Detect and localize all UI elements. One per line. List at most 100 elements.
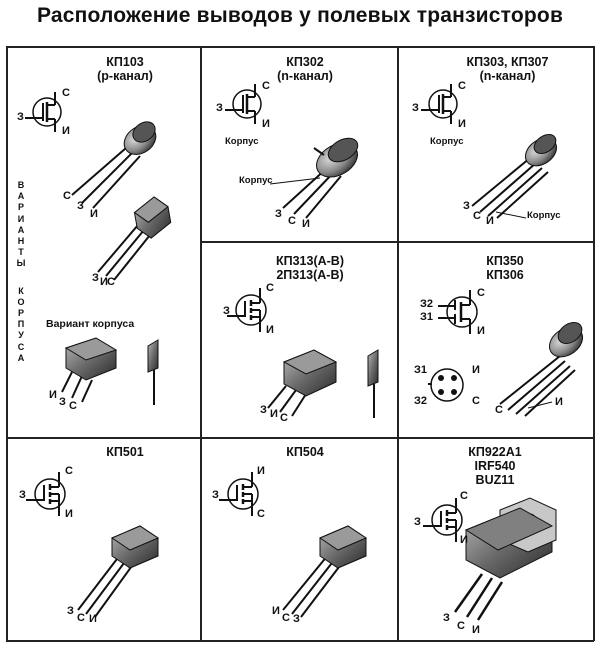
kp501-symbol	[24, 470, 67, 518]
kp302-sub: (n-канал)	[277, 69, 333, 83]
kp303-symbol-gate-label: З	[412, 102, 419, 114]
kp350-pin-source-label: И	[555, 396, 563, 408]
kp303-sub: (n-канал)	[479, 69, 536, 83]
kp103-package-variant	[61, 337, 159, 405]
kp501-pin-source-label: И	[89, 613, 97, 625]
kp313-symbol-source-label: И	[266, 324, 274, 336]
kp103-symbol-source-label: И	[62, 125, 70, 137]
kp313-pin-gate-label: З	[260, 404, 267, 416]
kp303-name: КП303, КП307	[466, 55, 549, 69]
kp350-package	[499, 322, 584, 417]
kp313-symbol-drain-label: С	[266, 282, 274, 294]
kp302-case-label-top: Корпус	[225, 136, 259, 147]
grid-line-bottom	[6, 640, 594, 642]
kp303-pin-drain-label: С	[473, 210, 481, 222]
kp303-pin-source-label: И	[486, 215, 494, 227]
kp350-sub: КП306	[486, 268, 524, 282]
kp303-symbol-source-label: И	[458, 118, 466, 130]
kp103-package-to92	[97, 194, 174, 281]
kp501-package	[77, 525, 160, 618]
page-title: Расположение выводов у полевых транзисто…	[36, 4, 564, 27]
kp922-sub: IRF540	[474, 459, 516, 473]
kp922-sub2: BUZ11	[475, 473, 515, 487]
kp313-sub: 2П313(А-В)	[276, 268, 344, 282]
kp350-title: КП350 КП306	[450, 254, 560, 282]
kp302-case-label: Корпус	[239, 175, 273, 186]
grid-line-left	[6, 46, 8, 641]
kp302-symbol-drain-label: С	[262, 80, 270, 92]
kp350-symbol-source-label: И	[477, 325, 485, 337]
kp103-to92-source-label: И	[100, 276, 108, 288]
grid-line-top	[6, 46, 594, 48]
kp504-pin-drain-label: С	[282, 612, 290, 624]
grid-line-col2	[397, 46, 399, 641]
kp350-pin-drain-label: С	[495, 404, 503, 416]
kp504-symbol-gate-label: З	[212, 489, 219, 501]
kp501-symbol-source-label: И	[65, 508, 73, 520]
kp350-symbol	[438, 290, 478, 334]
kp504-title: КП504	[250, 445, 360, 459]
kp504-pin-gate-label: З	[293, 613, 300, 625]
kp350-bottom-gate2-label: З2	[414, 395, 428, 407]
kp103-to92-drain-label: С	[107, 276, 115, 288]
kp103-symbol-drain-label: С	[62, 87, 70, 99]
kp922-pin-gate-label: З	[443, 612, 450, 624]
kp303-package	[471, 133, 558, 219]
kp303-symbol-drain-label: С	[458, 80, 466, 92]
kp501-name: КП501	[106, 445, 144, 459]
kp302-symbol-source-label: И	[262, 118, 270, 130]
kp103-symbol-gate-label: З	[17, 111, 24, 123]
kp103-symbol	[23, 90, 63, 134]
kp302-name: КП302	[286, 55, 324, 69]
kp313-symbol-gate-label: З	[223, 305, 230, 317]
kp504-name: КП504	[286, 445, 324, 459]
kp313-package	[267, 349, 379, 418]
kp504-symbol-source-label: И	[257, 465, 265, 477]
kp922-symbol	[421, 496, 464, 544]
kp922-symbol-gate-label: З	[414, 516, 421, 528]
kp302-symbol-gate-label: З	[216, 102, 223, 114]
kp103-variant-drain-label: С	[69, 400, 77, 412]
kp504-package	[282, 525, 368, 618]
kp501-pin-drain-label: С	[77, 612, 85, 624]
kp501-pin-gate-label: З	[67, 605, 74, 617]
kp350-name: КП350	[486, 254, 524, 268]
kp504-symbol-drain-label: С	[257, 508, 265, 520]
kp313-symbol	[225, 286, 268, 334]
kp303-case-label: Корпус	[527, 210, 561, 221]
kp501-title: КП501	[70, 445, 180, 459]
kp501-symbol-drain-label: С	[65, 465, 73, 477]
kp302-pin-source-label: И	[302, 218, 310, 230]
kp103-variant-gate-label: З	[59, 396, 66, 408]
kp350-symbol-gate2-label: З2	[420, 298, 434, 310]
kp302-package	[269, 137, 359, 219]
kp303-pin-gate-label: З	[463, 200, 470, 212]
kp103-package-metal	[71, 121, 157, 209]
kp302-symbol	[223, 82, 263, 126]
kp103-sub: (р-канал)	[97, 69, 153, 83]
kp922-name: КП922А1	[468, 445, 522, 459]
kp350-pinout-bottom	[428, 368, 464, 402]
kp922-symbol-source-label: И	[460, 534, 468, 546]
kp922-symbol-drain-label: С	[460, 490, 468, 502]
kp350-symbol-gate1-label: З1	[420, 311, 434, 323]
kp103-pin-source-label: И	[90, 208, 98, 220]
kp103-name: КП103	[106, 55, 144, 69]
kp313-name: КП313(А-В)	[275, 254, 344, 268]
grid-line-lower	[6, 437, 594, 439]
kp302-pin-gate-label: З	[275, 208, 282, 220]
kp350-bottom-source-label: И	[472, 364, 480, 376]
kp103-pin-gate-label: З	[77, 200, 84, 212]
kp103-title: КП103 (р-канал)	[70, 55, 180, 83]
kp350-bottom-gate1-label: З1	[414, 364, 428, 376]
kp313-title: КП313(А-В) 2П313(А-В)	[255, 254, 365, 282]
kp302-title: КП302 (n-канал)	[250, 55, 360, 83]
kp103-to92-gate-label: З	[92, 272, 99, 284]
kp350-bottom-drain-label: С	[472, 395, 480, 407]
kp922-package-to220	[453, 497, 557, 621]
kp303-title: КП303, КП307 (n-канал)	[440, 55, 575, 83]
kp103-pin-drain-label: С	[63, 190, 71, 202]
kp303-case-label-top: Корпус	[430, 136, 464, 147]
